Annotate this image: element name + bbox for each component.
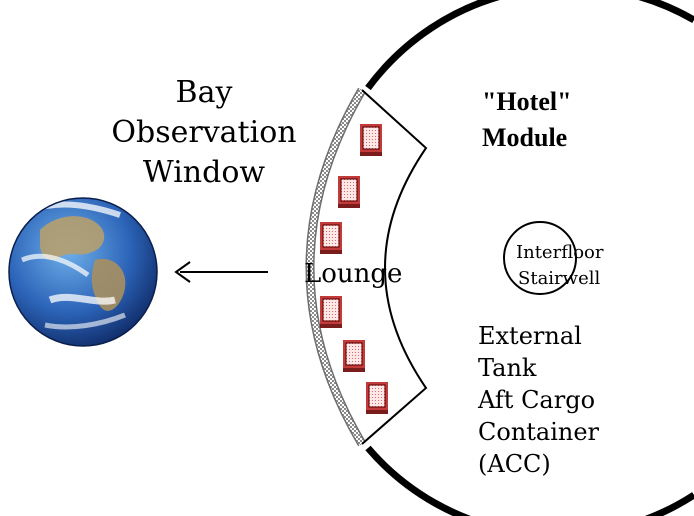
container-label-line5: (ACC) xyxy=(478,450,551,478)
stairwell-label-line1: Interfloor xyxy=(516,242,604,263)
observation-window xyxy=(305,87,366,447)
stairwell-label-line2: Stairwell xyxy=(518,268,600,289)
module-hull xyxy=(365,0,694,516)
container-label-line1: External xyxy=(478,322,582,350)
observation-window-label-line3: Window xyxy=(143,155,265,190)
module-title-line1: "Hotel" xyxy=(482,87,572,116)
lounge-seat-icon xyxy=(320,222,342,254)
observation-window-label-line1: Bay xyxy=(176,75,233,110)
container-label-line4: Container xyxy=(478,418,600,446)
earth-globe-icon xyxy=(8,197,158,347)
lounge-seat-icon xyxy=(366,382,388,414)
lounge-label: Lounge xyxy=(304,259,402,289)
stairwell xyxy=(503,221,577,295)
lounge-seat-icon xyxy=(343,340,365,372)
lounge-outline xyxy=(361,89,428,445)
lounge-seat-icon xyxy=(338,176,360,208)
container-label-line2: Tank xyxy=(478,354,537,382)
container-label-line3: Aft Cargo xyxy=(477,386,595,414)
lounge-seat-icon xyxy=(320,296,342,328)
lounge-seats xyxy=(320,124,388,414)
lounge-seat-icon xyxy=(360,124,382,156)
observation-window-label-line2: Observation xyxy=(111,115,296,150)
arrow-left-icon xyxy=(174,261,268,283)
module-title-line2: Module xyxy=(482,123,567,152)
